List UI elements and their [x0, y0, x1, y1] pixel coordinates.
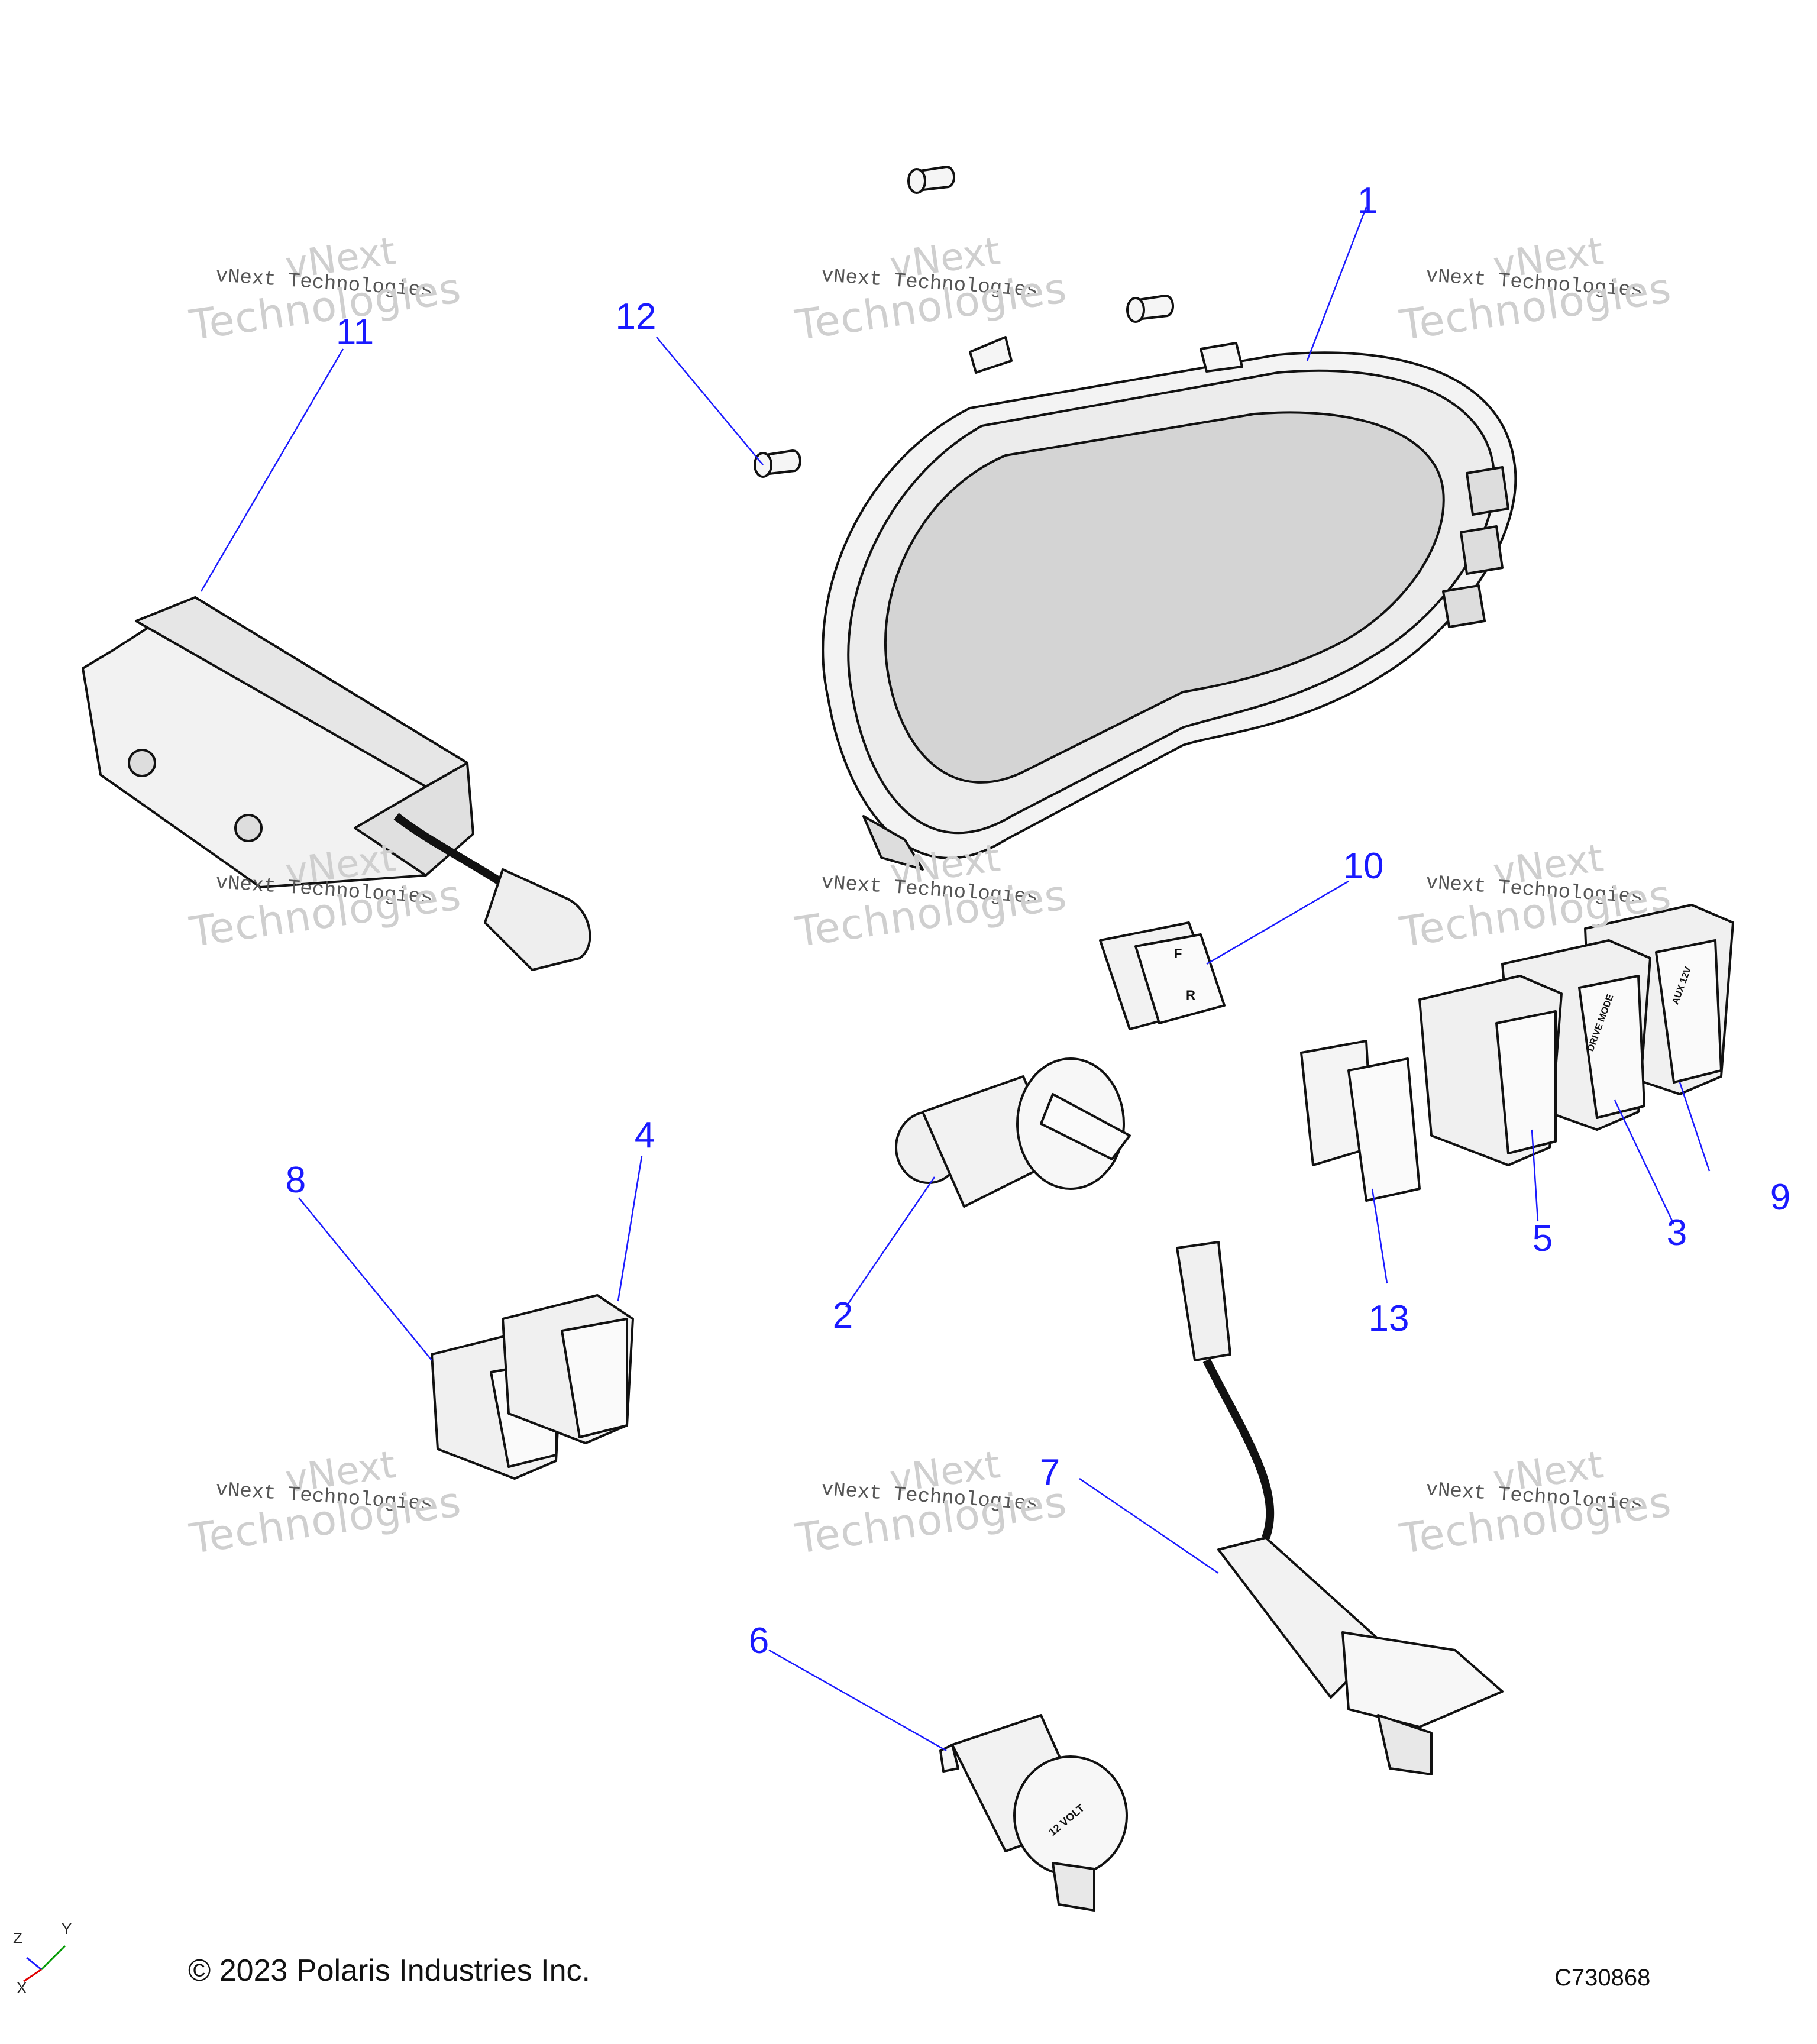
blank-plug-part	[1300, 1040, 1421, 1202]
fr-switch-part	[1099, 921, 1226, 1030]
callout-5[interactable]: 5	[1532, 1218, 1553, 1259]
fr-r-label: R	[1186, 988, 1195, 1002]
usb-charger-part	[1176, 1241, 1504, 1775]
clip-parts	[754, 166, 1174, 478]
axis-y-label: Y	[62, 1920, 72, 1938]
callout-6[interactable]: 6	[748, 1621, 770, 1661]
control-module-part	[82, 596, 591, 971]
fr-f-label: F	[1174, 946, 1182, 961]
callout-9[interactable]: 9	[1770, 1177, 1791, 1218]
power-socket-part	[939, 1714, 1128, 1912]
axis-z-label: Z	[13, 1929, 22, 1947]
callout-10[interactable]: 10	[1343, 846, 1384, 887]
callout-4[interactable]: 4	[634, 1115, 655, 1156]
callout-7[interactable]: 7	[1039, 1452, 1061, 1493]
axis-x-label: X	[17, 1979, 27, 1997]
rocker-switch-5	[1418, 975, 1563, 1166]
callout-13[interactable]: 13	[1368, 1298, 1409, 1339]
callout-3[interactable]: 3	[1666, 1212, 1687, 1253]
drawing-number: C730868	[1554, 1965, 1651, 1991]
rocker-switch-4	[502, 1294, 634, 1444]
leader-lines	[200, 206, 1711, 1752]
callout-2[interactable]: 2	[832, 1295, 853, 1336]
key-switch-part	[895, 1057, 1131, 1208]
axis-triad-icon	[23, 1945, 66, 1982]
copyright-text: © 2023 Polaris Industries Inc.	[188, 1954, 590, 1988]
callout-8[interactable]: 8	[285, 1160, 306, 1201]
instrument-cluster-part	[822, 336, 1517, 871]
callout-11[interactable]: 11	[335, 312, 374, 352]
callout-12[interactable]: 12	[615, 296, 657, 337]
callout-1[interactable]: 1	[1357, 180, 1378, 221]
